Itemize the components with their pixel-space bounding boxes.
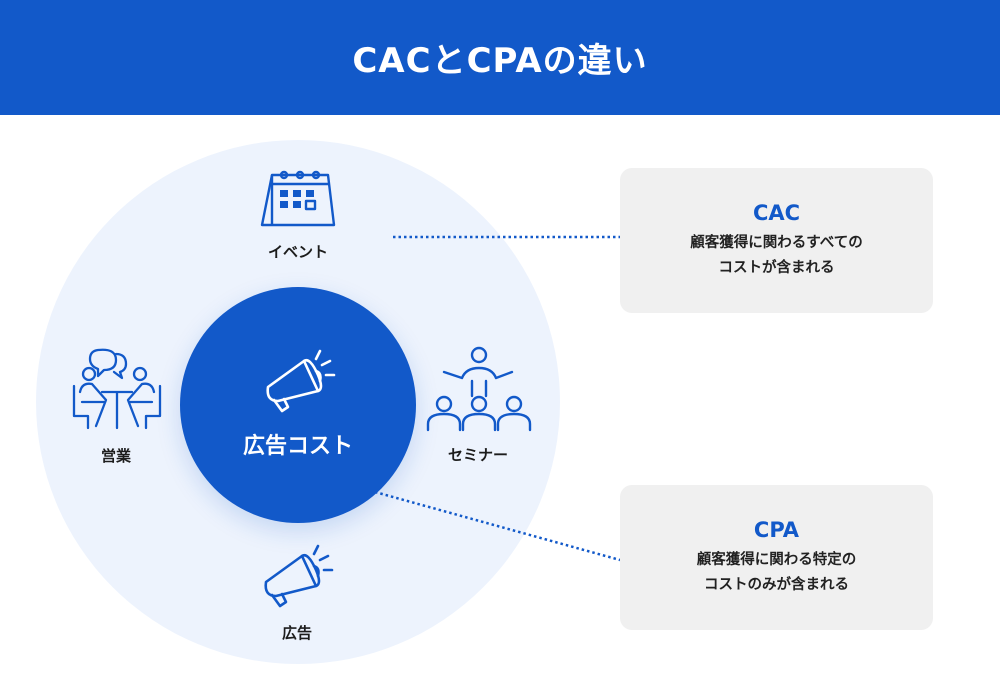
center-label: 広告コスト xyxy=(242,434,354,459)
megaphone-icon xyxy=(264,544,334,608)
cac-card: CAC 顧客獲得に関わるすべての コストが含まれる xyxy=(620,168,933,313)
cpa-connector xyxy=(374,490,621,562)
item-label-event: イベント xyxy=(267,243,329,261)
meeting-icon xyxy=(72,348,162,430)
center-circle xyxy=(180,287,416,523)
cpa-desc-line2: コストのみが含まれる xyxy=(704,576,849,593)
header-banner: CACとCPAの違い xyxy=(0,0,1000,115)
item-label-seminar: セミナー xyxy=(447,446,509,464)
cpa-title: CPA xyxy=(753,517,800,542)
page-title: CACとCPAの違い xyxy=(352,41,648,81)
cpa-card: CPA 顧客獲得に関わる特定の コストのみが含まれる xyxy=(620,485,933,630)
megaphone-icon xyxy=(266,349,336,413)
cpa-desc-line1: 顧客獲得に関わる特定の xyxy=(696,551,857,568)
seminar-icon xyxy=(426,346,532,432)
cac-desc-line2: コストが含まれる xyxy=(718,259,835,276)
cac-desc-line1: 顧客獲得に関わるすべての xyxy=(690,234,863,251)
cac-title: CAC xyxy=(752,200,801,225)
calendar-icon xyxy=(260,170,336,227)
item-label-sales: 営業 xyxy=(100,447,132,465)
item-label-ad: 広告 xyxy=(281,624,313,642)
